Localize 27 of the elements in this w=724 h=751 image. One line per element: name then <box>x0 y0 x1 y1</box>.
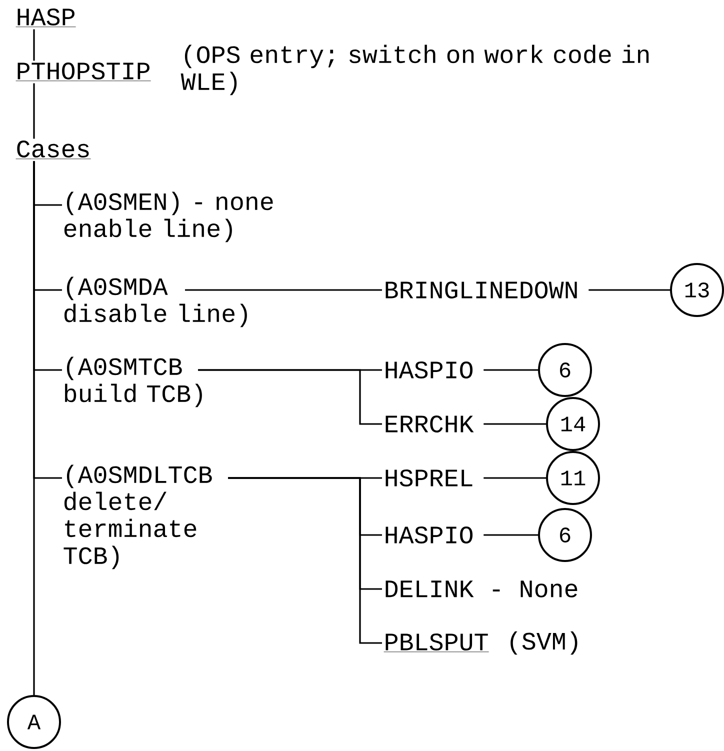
module-label: HASP <box>16 8 76 28</box>
note-text: (SVM) <box>510 631 578 655</box>
connector-line <box>228 477 382 644</box>
connector-line <box>484 534 538 536</box>
connector-line <box>33 29 35 61</box>
case-label: (A0SMDLTCB delete/ terminate TCB) <box>64 464 212 570</box>
connector-line <box>484 369 538 371</box>
connector-line <box>484 477 546 479</box>
routine-label: PBLSPUT <box>384 634 490 652</box>
note-text: (OPS entry; switch on work code in WLE) <box>180 44 649 96</box>
case-label: (A0SMEN) - none enable line) <box>64 192 273 242</box>
routine-label: DELINK - None <box>386 580 578 598</box>
connector-line <box>484 423 546 425</box>
connector-line <box>198 369 382 425</box>
connector-line <box>33 161 35 695</box>
routine-label: ERRCHK <box>386 416 474 432</box>
module-label: Cases <box>16 140 91 160</box>
connector-line <box>33 83 35 139</box>
routine-label: HASPIO <box>386 362 473 378</box>
routine-label: HSPREL <box>386 470 472 486</box>
case-label: (A0SMDA disable line) <box>64 276 247 328</box>
routine-label: BRINGLINEDOWN <box>386 282 577 298</box>
routine-label: HASPIO <box>386 526 473 544</box>
connector-line <box>588 289 670 291</box>
case-label: (A0SMTCB build TCB) <box>64 356 202 408</box>
connector-line <box>185 289 382 291</box>
module-label: PTHOPSTIP <box>16 62 152 82</box>
